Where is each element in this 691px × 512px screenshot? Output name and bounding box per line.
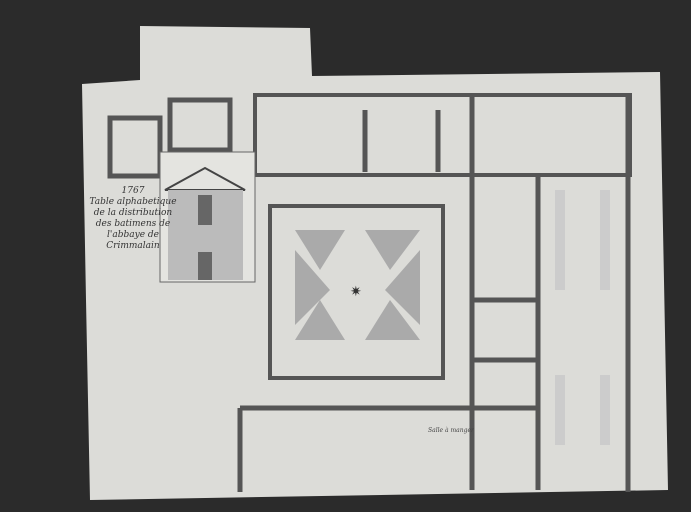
courtyard-parterres — [295, 230, 420, 340]
walls — [107, 93, 632, 492]
room-label-salle-a-manger: Salle à manger — [428, 427, 474, 434]
compass-rose-icon: ✷ — [350, 284, 362, 300]
plan-title: Table alphabetique de la distribution de… — [89, 197, 177, 251]
legend-title: 1767 Table alphabetique de la distributi… — [88, 186, 178, 252]
plan-year: 1767 — [121, 186, 145, 196]
